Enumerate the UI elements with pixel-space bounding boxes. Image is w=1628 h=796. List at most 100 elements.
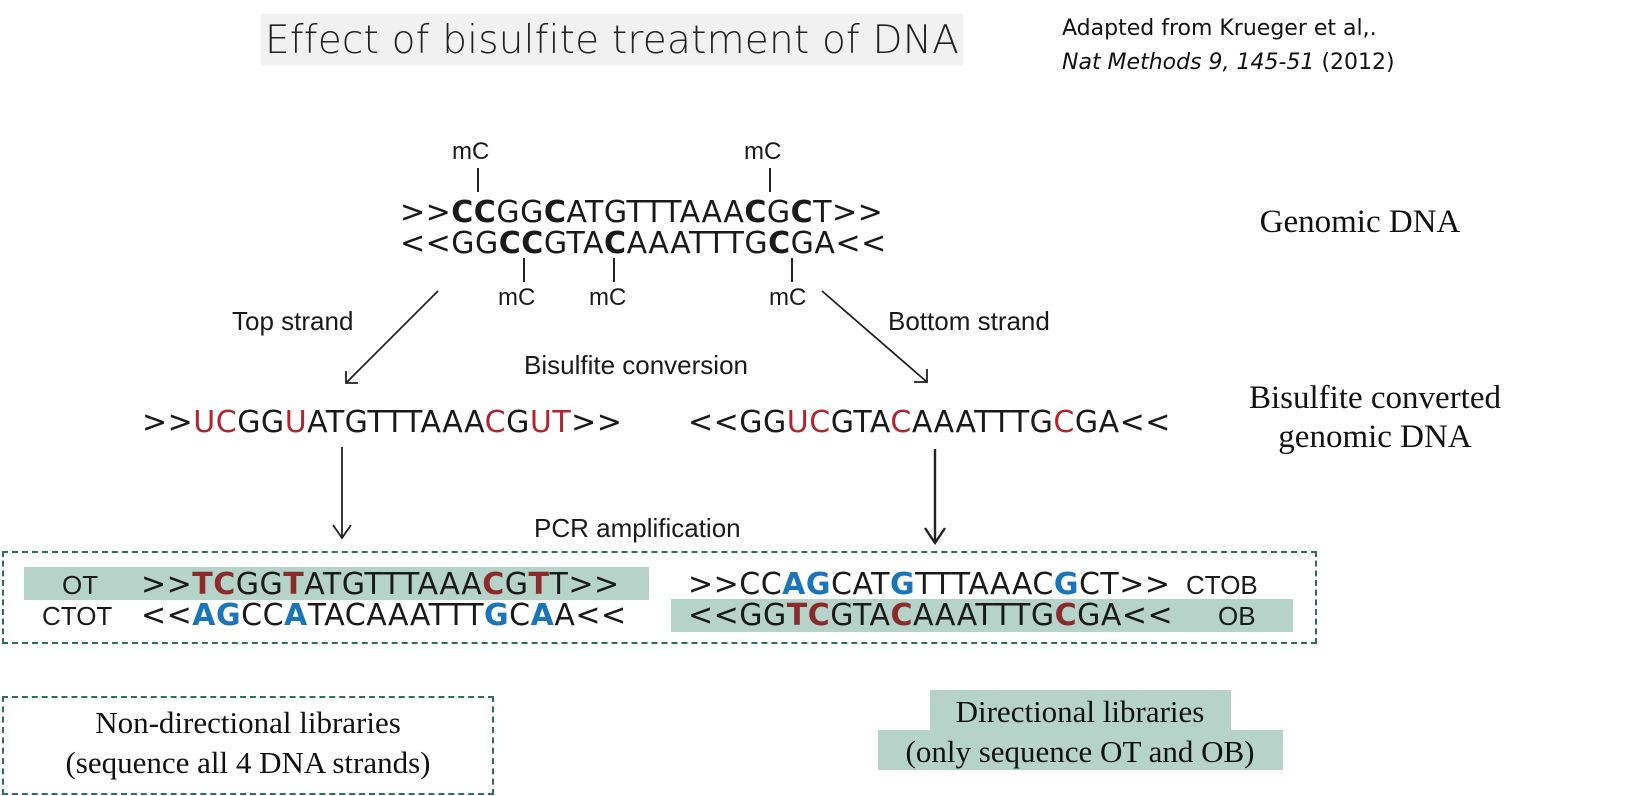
pcr-amplification-label: PCR amplification [534, 513, 741, 543]
mc-label-top-2: mC [744, 138, 782, 165]
seq-segment: AAATTTG [911, 405, 1054, 440]
seq-segment: GG [237, 405, 285, 440]
directional-highlight-1 [930, 690, 1231, 730]
nondirectional-line2: (sequence all 4 DNA strands) [65, 745, 431, 780]
seq-segment: CT>> [1078, 567, 1171, 602]
ob-sequence: <<GGTCGTACAAATTTGCGA<< [688, 600, 1173, 632]
mc-label-bottom-2: mC [589, 284, 627, 311]
seq-segment: C [543, 195, 567, 230]
seq-segment: >> [141, 567, 193, 602]
seq-segment: ATGTTTAAA [566, 195, 745, 230]
seq-segment: ATGTTTAAA [307, 405, 485, 440]
seq-segment: C [482, 567, 505, 602]
seq-segment: C [1054, 598, 1078, 633]
genomic-bottom-strand: <<GGCCGTACAAATTTGCGA<< [400, 228, 887, 260]
seq-segment: C [744, 195, 767, 230]
directional-line1: Directional libraries [955, 694, 1205, 729]
mc-tick-bottom-3 [791, 258, 793, 282]
seq-segment: <<GG [688, 598, 787, 633]
seq-segment: <<GG [400, 226, 499, 261]
seq-segment: T [283, 567, 305, 602]
seq-segment: G [484, 598, 510, 633]
directional-libraries: Directional libraries (only sequence OT … [868, 692, 1292, 772]
ctot-sequence: <<AGCCATACAAATTTGCAA<< [141, 600, 627, 632]
seq-segment: CC [241, 598, 285, 633]
directional-highlight-2 [878, 730, 1283, 770]
seq-segment: U [284, 405, 308, 440]
seq-segment: GA<< [790, 226, 887, 261]
seq-segment: AAATTTG [626, 226, 769, 261]
converted-top-strand: >>UCGGUATGTTTAAACGUT>> [142, 407, 622, 439]
seq-segment: C [604, 226, 627, 261]
nondirectional-libraries: Non-directional libraries (sequence all … [4, 703, 492, 783]
seq-segment: ATGTTTAAA [304, 567, 483, 602]
seq-segment: UC [193, 405, 238, 440]
seq-segment: T [528, 567, 550, 602]
seq-segment: >> [142, 405, 194, 440]
mc-tick-top-2 [769, 168, 771, 192]
mc-tick-bottom-1 [523, 258, 525, 282]
seq-segment: AG [192, 598, 242, 633]
seq-segment: G [504, 567, 529, 602]
seq-segment: CC [498, 226, 544, 261]
ot-label: OT [62, 570, 99, 600]
seq-segment: CAT [831, 567, 890, 602]
seq-segment: C [890, 405, 912, 440]
ctob-label: CTOB [1186, 570, 1258, 600]
seq-segment: GA<< [1074, 405, 1171, 440]
seq-segment: << [141, 598, 193, 633]
seq-segment: T>> [813, 195, 884, 230]
seq-segment: TTTAAAC [915, 567, 1054, 602]
converted-bottom-strand: <<GGUCGTACAAATTTGCGA<< [688, 407, 1171, 439]
mc-tick-bottom-2 [613, 258, 615, 282]
seq-segment: GG [496, 195, 544, 230]
citation: Adapted from Krueger et al,. Nat Methods… [1062, 12, 1395, 80]
mc-label-top-1: mC [452, 138, 490, 165]
citation-line2: Nat Methods 9, 145-51 (2012) [1062, 46, 1395, 80]
top-strand-label: Top strand [232, 306, 354, 336]
seq-segment: <<GG [688, 405, 787, 440]
genomic-top-strand: >>CCGGCATGTTTAAACGCT>> [400, 197, 883, 229]
seq-segment: GTA [830, 598, 891, 633]
seq-segment: A [530, 598, 555, 633]
ctot-label: CTOT [42, 601, 113, 631]
nondirectional-box [2, 696, 494, 795]
seq-segment: A [284, 598, 308, 633]
citation-journal: Nat Methods 9, 145-51 [1062, 50, 1315, 75]
page-title: Effect of bisulfite treatment of DNA [261, 14, 964, 65]
ob-label: OB [1218, 601, 1256, 631]
seq-segment: GTA [830, 405, 891, 440]
seq-segment: C [768, 226, 791, 261]
pcr-products-box [2, 551, 1317, 644]
bisulfite-converted-line1: Bisulfite converted [1248, 380, 1501, 416]
seq-segment: C [509, 598, 531, 633]
seq-segment: G [766, 195, 791, 230]
seq-segment: GG [235, 567, 284, 602]
nondirectional-line1: Non-directional libraries [95, 705, 401, 740]
bisulfite-conversion-label: Bisulfite conversion [524, 350, 748, 380]
directional-line2: (only sequence OT and OB) [905, 734, 1255, 769]
ctob-sequence: >>CCAGCATGTTTAAACGCT>> [688, 569, 1171, 601]
seq-segment: C [890, 598, 913, 633]
bottom-strand-label: Bottom strand [888, 306, 1050, 336]
ob-highlight [671, 599, 1293, 632]
arrow-bottom-strand [821, 290, 928, 383]
seq-segment: GTA [543, 226, 605, 261]
seq-segment: GA<< [1077, 598, 1174, 633]
bisulfite-converted-label: Bisulfite converted genomic DNA [1205, 379, 1545, 457]
citation-year: (2012) [1321, 50, 1395, 75]
seq-segment: G [889, 567, 916, 602]
seq-segment: T>> [549, 567, 620, 602]
seq-segment: A<< [554, 598, 627, 633]
seq-segment: UT [529, 405, 572, 440]
seq-segment: AG [782, 567, 832, 602]
mc-label-bottom-3: mC [769, 284, 807, 311]
seq-segment: C [790, 195, 814, 230]
seq-segment: TC [192, 567, 236, 602]
genomic-dna-label: Genomic DNA [1259, 204, 1461, 240]
seq-segment: >> [571, 405, 623, 440]
mc-label-bottom-1: mC [498, 284, 536, 311]
ot-sequence: >>TCGGTATGTTTAAACGTT>> [141, 569, 620, 601]
seq-segment: G [1053, 567, 1079, 602]
